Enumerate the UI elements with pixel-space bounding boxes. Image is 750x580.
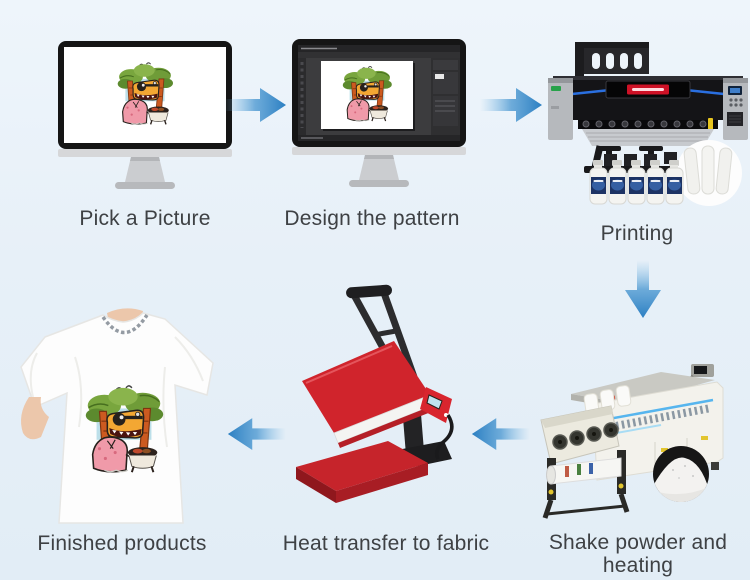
arrow-left-icon [470, 414, 530, 454]
step-pick-a-picture [57, 40, 233, 196]
arrow-right-icon [480, 85, 544, 125]
step-heat-transfer-to-fabric [288, 283, 458, 513]
step-label-heat-transfer-to-fabric: Heat transfer to fabric [282, 532, 490, 555]
step-design-the-pattern [291, 38, 467, 194]
step-finished-products [15, 297, 225, 525]
step-label-pick-a-picture: Pick a Picture [79, 207, 211, 230]
printed-tshirt-icon [20, 308, 214, 524]
monitor-artwork-icon [58, 41, 232, 189]
arrow-left-icon [226, 414, 286, 454]
step-printing [548, 36, 748, 206]
monitor-editing-software-icon [292, 39, 466, 187]
step-label-finished-products: Finished products [37, 532, 207, 555]
dtf-printer-icon [548, 42, 748, 206]
step-label-design-the-pattern: Design the pattern [284, 207, 460, 230]
step-label-shake-powder-and-heating: Shake powder and heating [548, 531, 728, 577]
arrow-right-icon [224, 85, 288, 125]
heat-press-machine-icon [296, 284, 454, 503]
arrow-down-icon [623, 260, 663, 320]
step-shake-powder-and-heating [533, 358, 748, 523]
step-label-printing: Printing [600, 222, 674, 245]
powder-shaker-machine-icon [540, 364, 724, 519]
